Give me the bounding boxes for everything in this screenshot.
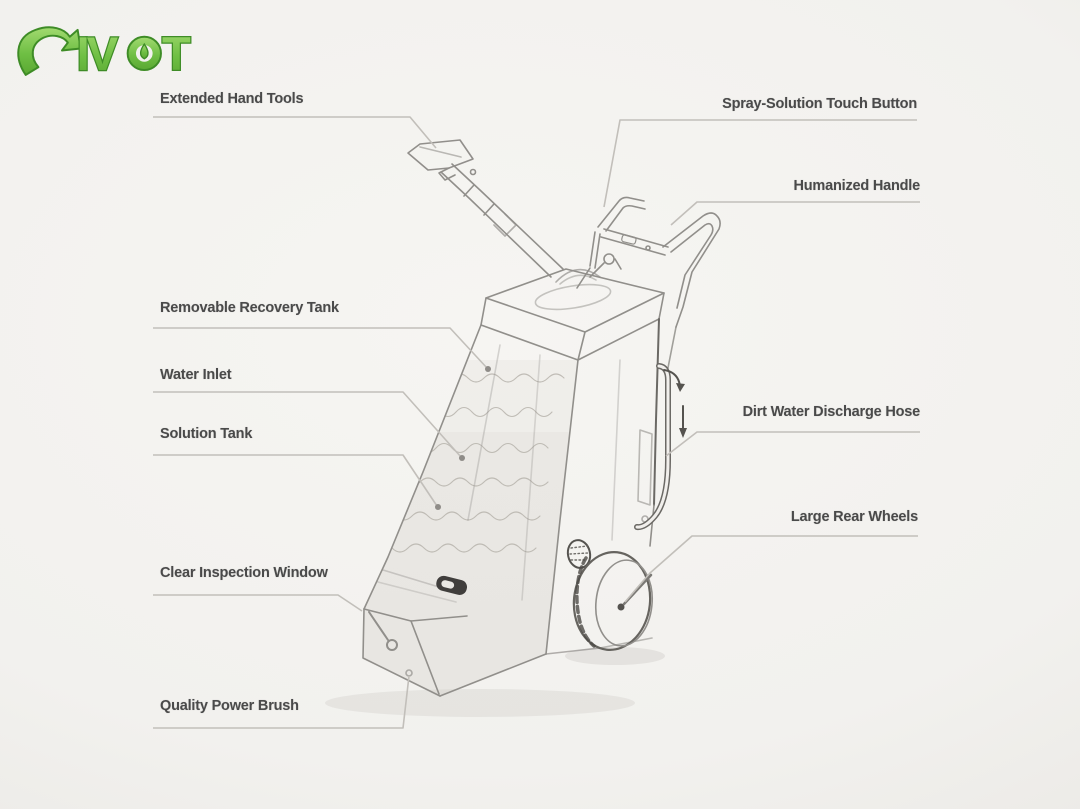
leader-humanized-handle: [670, 201, 920, 226]
leader-solution-tank: [153, 454, 438, 507]
dot-removable-recovery-tank: [485, 366, 491, 372]
leader-quality-power-brush: [153, 675, 410, 729]
flow-arrows: [663, 369, 687, 438]
brand-logo-art: IV T: [17, 26, 192, 81]
leader-extended-hand-tools: [153, 116, 437, 149]
label-water-inlet: Water Inlet: [160, 367, 232, 383]
label-humanized-handle: Humanized Handle: [793, 178, 920, 194]
label-extended-hand-tools: Extended Hand Tools: [160, 91, 304, 107]
label-dirt-water-discharge-hose: Dirt Water Discharge Hose: [742, 404, 921, 420]
label-clear-inspection-window: Clear Inspection Window: [160, 565, 328, 581]
leader-removable-recovery-tank: [153, 327, 488, 369]
dot-water-inlet: [459, 455, 465, 461]
front-slot: [436, 575, 468, 595]
label-solution-tank: Solution Tank: [160, 426, 253, 442]
leader-lines: [153, 116, 920, 729]
label-spray-solution-touch-button: Spray-Solution Touch Button: [722, 96, 917, 112]
ground-shadow: [325, 647, 665, 717]
tank-water-texture: [363, 344, 578, 696]
label-large-rear-wheels: Large Rear Wheels: [790, 509, 918, 525]
hand-tool-wand: [407, 139, 564, 278]
rear-wheel: [572, 551, 654, 651]
wheel-hub: [617, 603, 625, 611]
leader-water-inlet: [153, 391, 462, 458]
machine-body: [363, 318, 660, 697]
brush-base: [362, 608, 468, 697]
pivot-arrow-p-icon: [17, 26, 82, 76]
leader-clear-inspection-window: [153, 594, 363, 612]
leader-spray-solution-touch-button: [603, 119, 917, 208]
leader-dots: [435, 366, 491, 510]
brand-text-t: T: [162, 27, 191, 80]
dot-solution-tank: [435, 504, 441, 510]
leader-large-rear-wheels: [624, 535, 918, 603]
machine-sketch: [362, 139, 721, 697]
recovery-tank-lid: [480, 268, 665, 361]
brand-text-iv: IV: [77, 27, 119, 80]
label-removable-recovery-tank: Removable Recovery Tank: [160, 300, 339, 316]
label-quality-power-brush: Quality Power Brush: [160, 698, 299, 714]
water-droplet-icon: [139, 42, 149, 60]
clear-inspection-window-part: [386, 639, 398, 651]
brand-logo: IV T: [12, 18, 208, 81]
handle-assembly: [576, 196, 721, 379]
leader-dirt-water-discharge-hose: [665, 431, 920, 457]
discharge-hose: [634, 363, 671, 531]
